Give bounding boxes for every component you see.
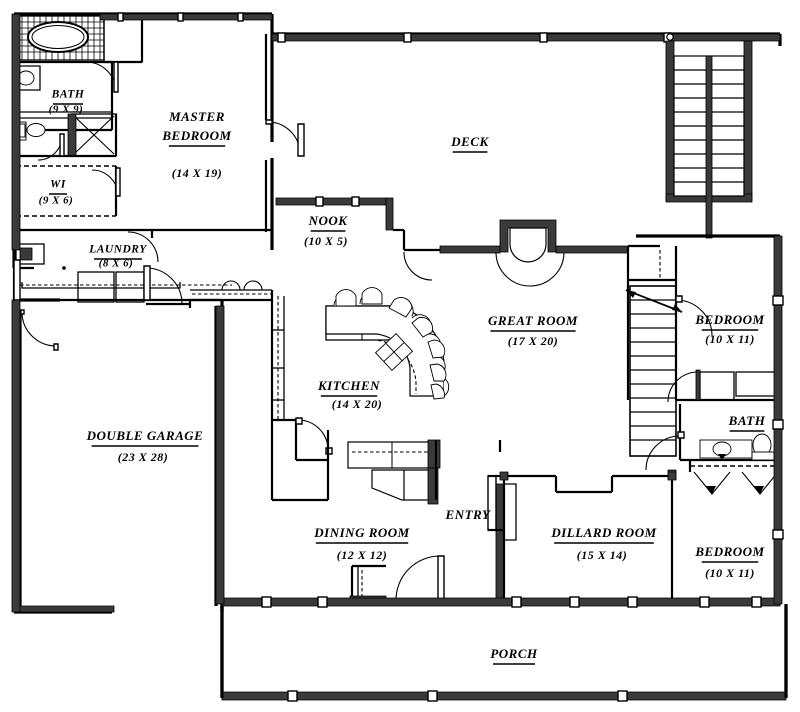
- room-dimensions: (8 X 6): [99, 258, 134, 270]
- door-swing: [127, 231, 159, 263]
- room-dimensions: (12 X 12): [337, 548, 388, 562]
- bar-stools-icon: [333, 287, 450, 400]
- stair-direction-arrow: [625, 289, 683, 313]
- fireplace-icon: [495, 219, 565, 287]
- room-dimensions: (14 X 20): [332, 397, 383, 411]
- room-label-wi-closet: WI (9 X 6): [39, 179, 74, 207]
- door-swing: [91, 167, 121, 197]
- door-swing: [265, 119, 305, 157]
- room-dimensions: (17 X 20): [508, 334, 559, 348]
- dillard-room: [499, 471, 677, 604]
- deck: [271, 32, 781, 239]
- door-swing: [403, 251, 433, 281]
- entry: [487, 474, 517, 601]
- window: [772, 295, 784, 306]
- garden-tub-icon: [15, 15, 105, 61]
- room-name: NOOK: [308, 213, 349, 228]
- right-wing: [636, 234, 781, 604]
- room-name: DILLARD ROOM: [550, 525, 656, 540]
- room-name: GREAT ROOM: [488, 313, 578, 328]
- great-room: [495, 219, 660, 452]
- room-dimensions: (14 X 19): [172, 166, 223, 180]
- closet-door-icon: [693, 471, 779, 495]
- room-dimensions: (10 X 11): [705, 332, 755, 346]
- window: [351, 196, 360, 207]
- window: [315, 196, 324, 207]
- room-dimensions: (10 X 5): [304, 234, 348, 248]
- room-dimensions: (9 X 6): [39, 195, 74, 207]
- room-label-double-garage: DOUBLE GARAGE (23 X 28): [86, 428, 204, 464]
- room-name: ENTRY: [445, 507, 491, 522]
- room-label-bath-hall: BATH: [728, 413, 766, 432]
- cooktop-icon: [374, 333, 414, 371]
- room-label-laundry: LAUNDRY (8 X 6): [88, 244, 147, 270]
- door-swing: [667, 371, 699, 403]
- room-label-bedroom-2: BEDROOM (10 X 11): [694, 312, 764, 346]
- room-name: LAUNDRY: [88, 244, 147, 256]
- arch-detail: [221, 280, 263, 291]
- toilet-icon: [699, 439, 753, 460]
- room-name: MASTER: [168, 109, 225, 124]
- laundry-room: [12, 243, 272, 351]
- window: [117, 12, 244, 22]
- room-label-bath-master: BATH (9 X 9): [49, 89, 85, 116]
- room-labels: BATH (9 X 9) MASTER BEDROOM (14 X 19) WI (9 X …: [39, 89, 766, 665]
- deck-rail-posts: [277, 32, 672, 43]
- door-swing: [645, 431, 685, 471]
- room-name: BEDROOM: [161, 128, 231, 143]
- room-label-porch: PORCH: [490, 646, 538, 665]
- room-label-bedroom-3: BEDROOM (10 X 11): [694, 544, 764, 580]
- right-wall-windows: [772, 235, 784, 605]
- room-label-great-room: GREAT ROOM (17 X 20): [488, 313, 578, 348]
- master-suite: [14, 12, 305, 263]
- room-name: KITCHEN: [317, 378, 380, 393]
- window: [261, 596, 762, 608]
- kitchen: [270, 287, 450, 502]
- sink-icon: [751, 433, 775, 461]
- room-name: PORCH: [490, 646, 538, 661]
- water-heater-icon: [15, 243, 45, 265]
- room-dimensions: (15 X 14): [577, 548, 628, 562]
- room-dimensions: (10 X 11): [705, 566, 755, 580]
- room-label-master-bedroom: MASTER BEDROOM (14 X 19): [161, 109, 231, 180]
- door-swing: [37, 133, 65, 161]
- room-name: WI: [50, 179, 66, 191]
- room-name: BEDROOM: [694, 312, 764, 327]
- door-swing: [85, 61, 119, 93]
- room-name: BATH: [728, 413, 766, 428]
- room-name: DINING ROOM: [313, 525, 409, 540]
- room-name: BEDROOM: [694, 544, 764, 559]
- room-name: DOUBLE GARAGE: [86, 428, 204, 443]
- door-swing: [143, 265, 183, 305]
- window: [772, 529, 784, 540]
- nook: [275, 196, 501, 281]
- room-label-deck: DECK: [450, 134, 489, 153]
- room-name: BATH: [51, 89, 85, 101]
- washer-icon: [77, 271, 115, 303]
- interior-staircase-icon: [625, 246, 683, 457]
- deck-staircase-icon: [665, 33, 753, 239]
- room-label-kitchen: KITCHEN (14 X 20): [317, 378, 382, 411]
- room-label-nook: NOOK (10 X 5): [304, 213, 348, 248]
- room-name: DECK: [450, 134, 489, 149]
- room-label-entry: ENTRY: [445, 507, 491, 522]
- room-dimensions: (23 X 28): [118, 450, 169, 464]
- window: [772, 419, 784, 430]
- room-dimensions: (9 X 9): [49, 104, 84, 116]
- porch-post: [287, 690, 628, 702]
- left-wall: [11, 13, 225, 613]
- bottom-wall: [220, 596, 788, 702]
- room-label-dining-room: DINING ROOM (12 X 12): [313, 525, 409, 562]
- room-label-dillard-room: DILLARD ROOM (15 X 14): [550, 525, 656, 562]
